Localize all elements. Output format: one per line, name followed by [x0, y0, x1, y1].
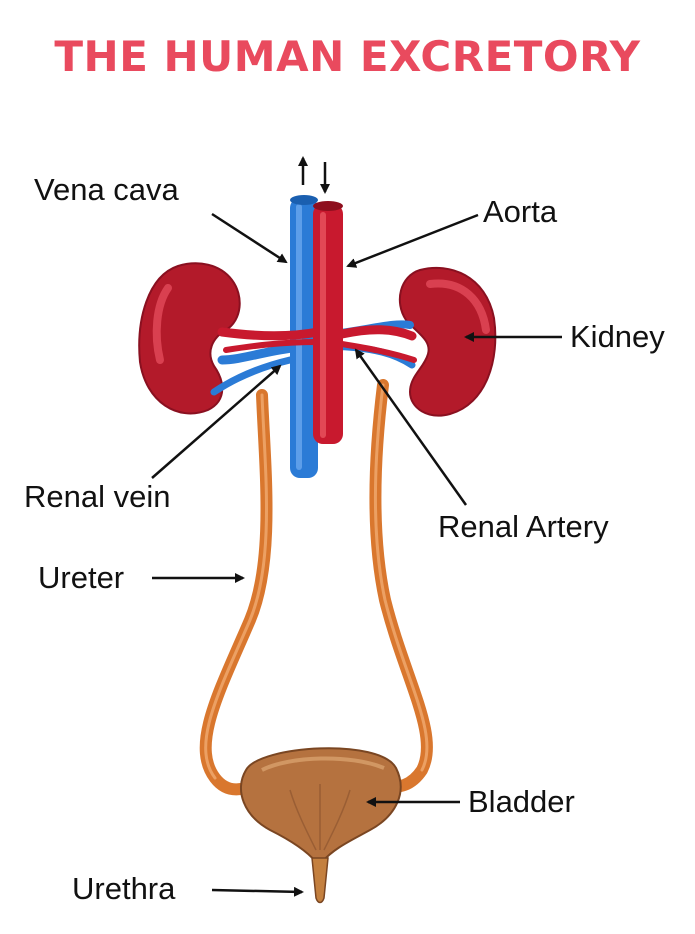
label-ureter-text: Ureter: [38, 560, 124, 595]
pointer-urethra: [211, 886, 304, 897]
label-vena-cava: Vena cava: [34, 172, 288, 264]
renal-arteries: [217, 325, 417, 363]
label-urethra: Urethra: [72, 871, 304, 906]
pointer-aorta: [346, 213, 479, 268]
label-aorta-text: Aorta: [483, 194, 558, 229]
label-aorta: Aorta: [346, 194, 558, 268]
label-renal-artery: Renal Artery: [354, 348, 609, 544]
urethra: [311, 857, 329, 904]
bladder: [240, 747, 402, 863]
label-kidney: Kidney: [464, 319, 665, 354]
page-title: THE HUMAN EXCRETORY: [54, 32, 641, 81]
pointer-renal-vein: [151, 364, 282, 479]
kidney-right: [398, 266, 497, 417]
pointer-renal-artery: [354, 348, 468, 506]
aorta: [313, 201, 343, 444]
pointer-vena-cava: [211, 212, 288, 264]
label-renal-vein-text: Renal vein: [24, 479, 170, 514]
label-vena-cava-text: Vena cava: [34, 172, 180, 207]
label-bladder: Bladder: [366, 784, 575, 819]
kidney-left: [138, 262, 241, 415]
label-bladder-text: Bladder: [468, 784, 575, 819]
label-renal-vein: Renal vein: [24, 364, 282, 514]
label-kidney-text: Kidney: [570, 319, 665, 354]
label-urethra-text: Urethra: [72, 871, 176, 906]
flow-arrows: [298, 156, 330, 194]
ureters: [199, 379, 433, 796]
label-renal-artery-text: Renal Artery: [438, 509, 609, 544]
label-ureter: Ureter: [38, 560, 245, 595]
